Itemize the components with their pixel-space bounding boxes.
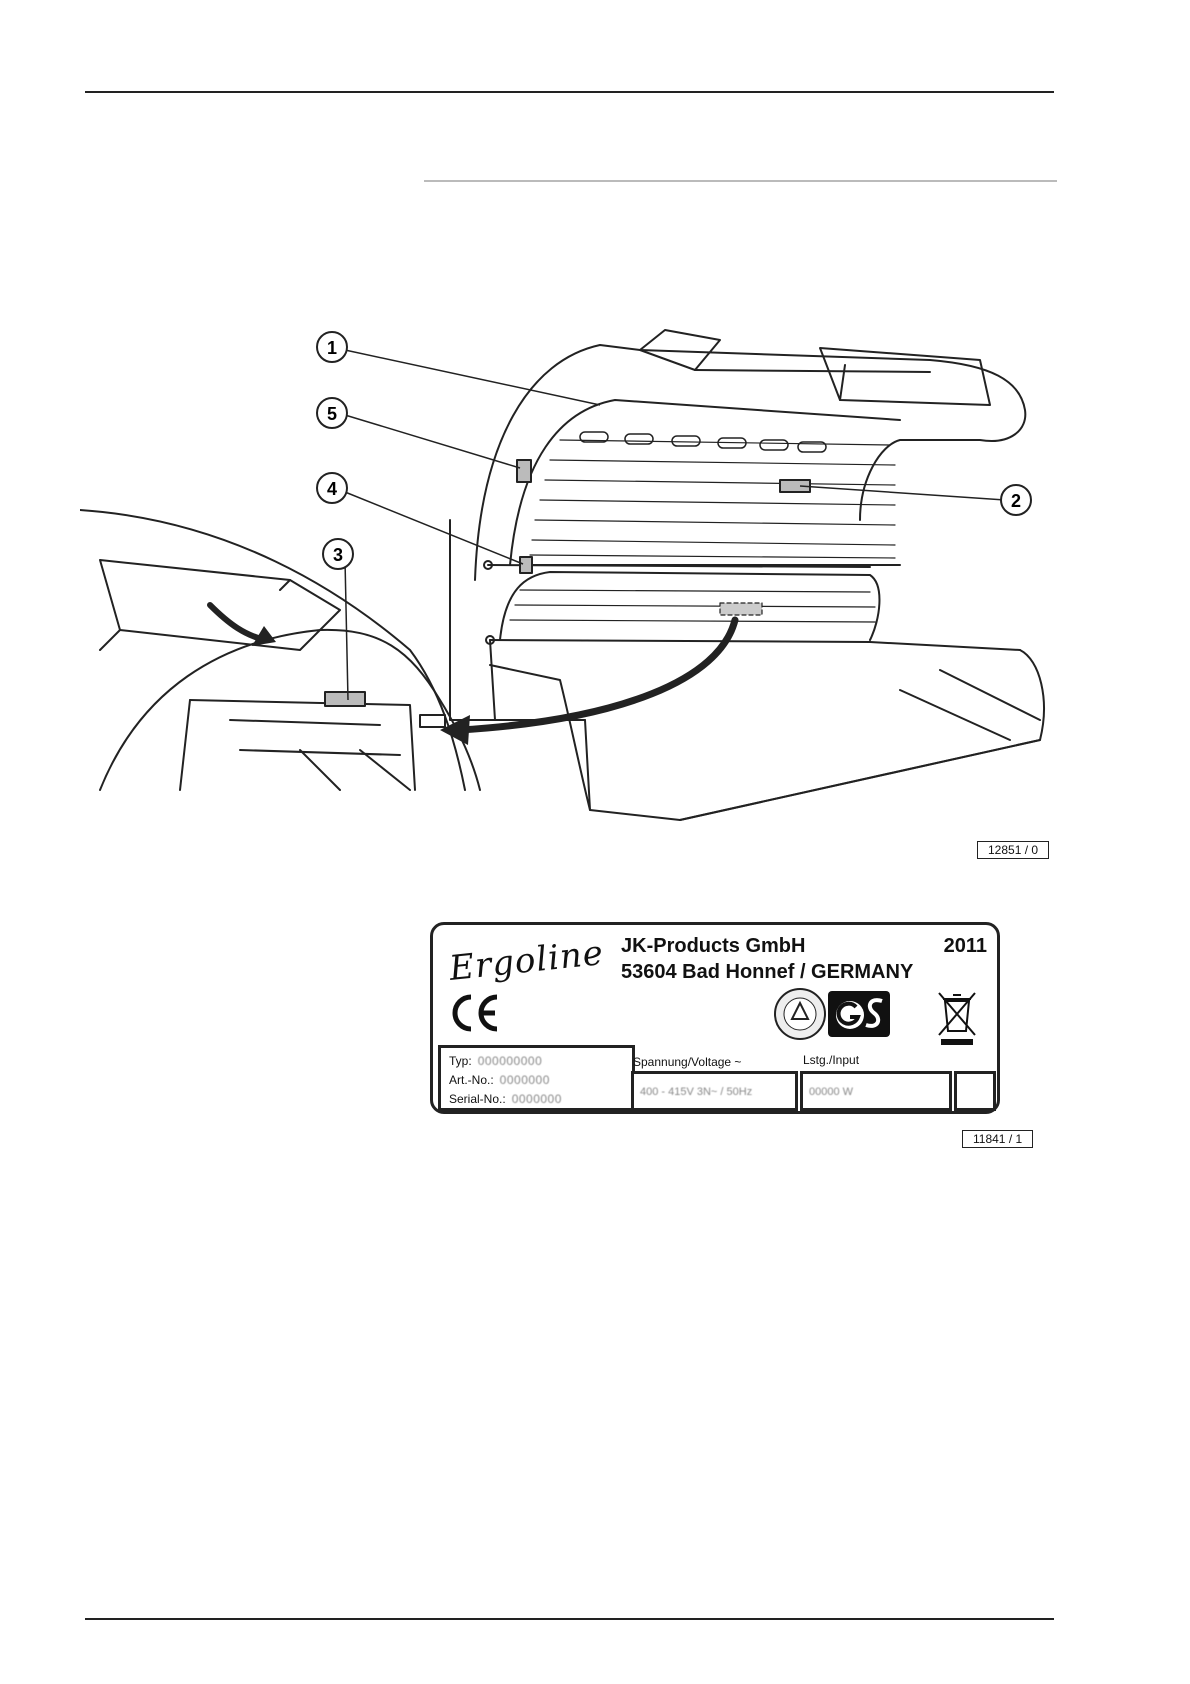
- callout-5: 5: [317, 398, 347, 428]
- input-label: Lstg./Input: [803, 1053, 859, 1067]
- plate-reference: 11841 / 1: [962, 1130, 1033, 1148]
- tanning-bed-illustration: 1 5 4 3 2: [80, 320, 1060, 860]
- input-box: 00000 W: [800, 1071, 952, 1111]
- detail-inset-outline: [80, 510, 465, 790]
- ce-mark-icon: [449, 993, 501, 1033]
- header-rule: [85, 91, 1054, 93]
- figure-reference: 12851 / 0: [977, 841, 1049, 859]
- input-value: 00000 W: [809, 1086, 853, 1098]
- identification-box: Typ:000000000 Art.-No.:0000000 Serial-No…: [438, 1045, 635, 1111]
- company-name: JK-Products GmbH: [621, 933, 913, 959]
- callout-3: 3: [323, 539, 353, 569]
- article-number-field: Art.-No.:0000000: [449, 1073, 550, 1087]
- svg-text:4: 4: [327, 479, 337, 499]
- brand-logo: Ergoline: [447, 931, 606, 991]
- type-field: Typ:000000000: [449, 1054, 542, 1068]
- voltage-box: 400 - 415V 3N~ / 50Hz: [631, 1071, 798, 1111]
- empty-box: [954, 1071, 996, 1111]
- weee-bin-icon: [935, 987, 979, 1047]
- svg-text:2: 2: [1011, 491, 1021, 511]
- callout-2: 2: [1001, 485, 1031, 515]
- svg-text:5: 5: [327, 404, 337, 424]
- type-plate: Ergoline JK-Products GmbH 53604 Bad Honn…: [430, 922, 1000, 1114]
- serial-number-field: Serial-No.:0000000: [449, 1092, 562, 1106]
- company-address: 53604 Bad Honnef / GERMANY: [621, 959, 913, 985]
- svg-text:1: 1: [327, 338, 337, 358]
- voltage-value: 400 - 415V 3N~ / 50Hz: [640, 1086, 752, 1098]
- footer-rule: [85, 1618, 1054, 1620]
- manufacture-year: 2011: [944, 933, 987, 959]
- manufacturer-info: JK-Products GmbH 53604 Bad Honnef / GERM…: [621, 933, 913, 985]
- callout-4: 4: [317, 473, 347, 503]
- tuv-gs-seal-icon: [770, 987, 894, 1041]
- section-rule: [424, 180, 1057, 182]
- callout-1: 1: [317, 332, 347, 362]
- svg-text:3: 3: [333, 545, 343, 565]
- voltage-label: Spannung/Voltage ~: [633, 1055, 741, 1069]
